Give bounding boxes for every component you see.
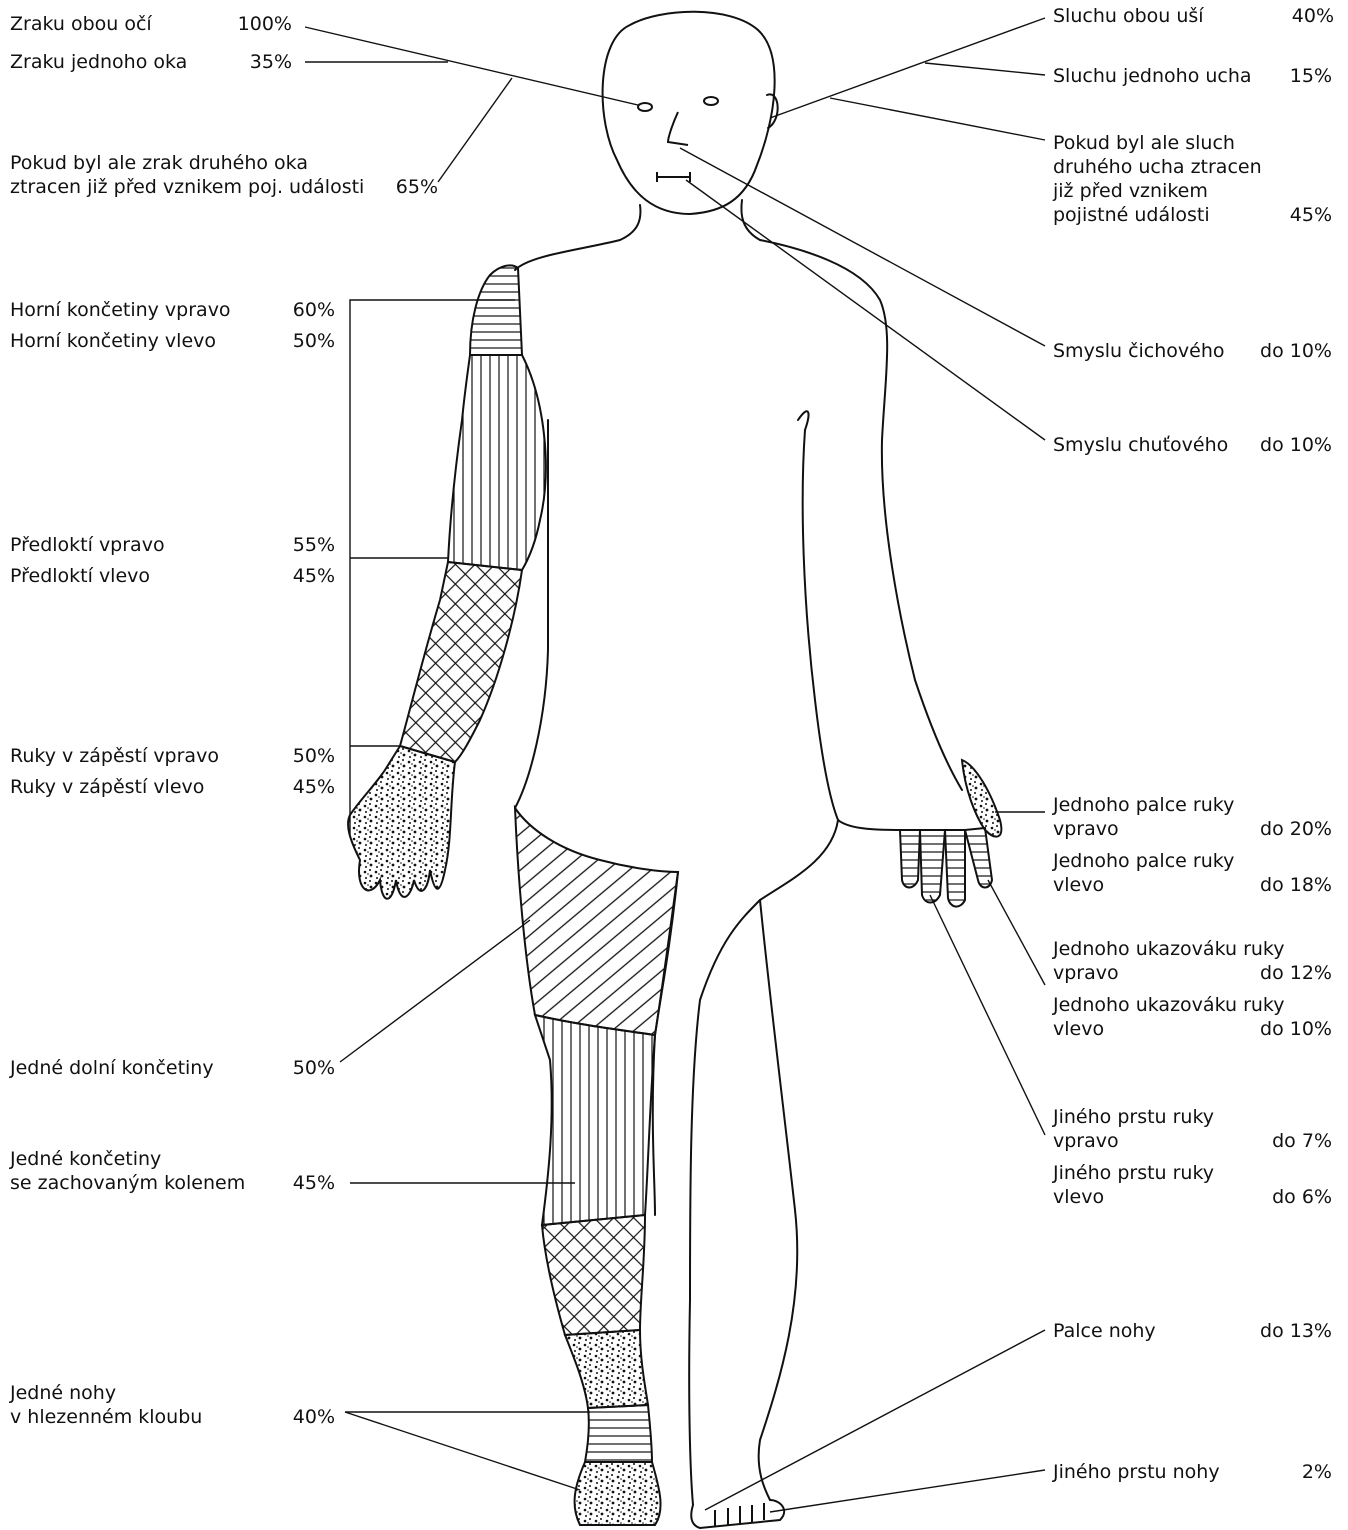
pct-wrist-right: 50% [293,744,335,768]
label-smell: Smyslu čichového [1053,339,1225,363]
pct-wrist-left: 45% [293,775,335,799]
label-big-toe: Palce nohy [1053,1319,1156,1343]
pct-vision-one: 35% [250,50,292,74]
label-finger-left: Jiného prstu ruky vlevo [1053,1161,1214,1209]
knee-segment [535,1015,655,1225]
label-index-left: Jednoho ukazováku ruky vlevo [1053,993,1285,1041]
label-upper-limb-right: Horní končetiny vpravo [10,298,231,322]
label-hearing-one: Sluchu jednoho ucha [1053,64,1252,88]
pct-upper-limb-right: 60% [293,298,335,322]
pct-forearm-right: 55% [293,533,335,557]
pct-lower-limb: 50% [293,1056,335,1080]
pct-vision-other-lost: 65% [396,175,438,199]
label-wrist-right: Ruky v zápěstí vpravo [10,744,219,768]
pct-thumb-right: do 20% [1260,817,1332,841]
pct-index-right: do 12% [1260,961,1332,985]
pct-vision-both: 100% [238,12,292,36]
shin-segment [542,1215,645,1335]
pct-index-left: do 10% [1260,1017,1332,1041]
pct-finger-right: do 7% [1272,1129,1332,1153]
label-index-right: Jednoho ukazováku ruky vpravo [1053,937,1285,985]
pct-taste: do 10% [1260,433,1332,457]
label-other-toe: Jiného prstu nohy [1053,1460,1220,1484]
label-finger-right: Jiného prstu ruky vpravo [1053,1105,1214,1153]
ankle-segment [565,1330,648,1408]
foot-segment [575,1462,661,1525]
label-upper-limb-left: Horní končetiny vlevo [10,329,216,353]
pct-finger-left: do 6% [1272,1185,1332,1209]
label-forearm-left: Předloktí vlevo [10,564,150,588]
label-vision-both: Zraku obou očí [10,12,152,36]
pct-forearm-left: 45% [293,564,335,588]
label-hearing-both: Sluchu obou uší [1053,4,1204,28]
upper-arm-segment [470,265,522,355]
hand-segment [348,746,455,899]
label-wrist-left: Ruky v zápěstí vlevo [10,775,204,799]
head-outline [603,12,775,214]
label-forearm-right: Předloktí vpravo [10,533,165,557]
pct-limb-knee: 45% [293,1171,335,1195]
label-lower-limb: Jedné dolní končetiny [10,1056,214,1080]
pct-upper-limb-left: 50% [293,329,335,353]
pct-other-toe: 2% [1302,1460,1332,1484]
pct-big-toe: do 13% [1260,1319,1332,1343]
heel-segment [585,1405,652,1462]
pct-foot-ankle: 40% [293,1405,335,1429]
pct-hearing-other-lost: 45% [1290,203,1332,227]
pct-smell: do 10% [1260,339,1332,363]
pct-thumb-left: do 18% [1260,873,1332,897]
torso-outline [515,240,962,790]
forearm-segment [400,562,522,762]
label-limb-knee: Jedné končetiny se zachovaným kolenem [10,1147,245,1195]
pct-hearing-both: 40% [1292,4,1334,28]
thigh-segment [515,808,678,1035]
arm-segment [448,355,546,570]
label-foot-ankle: Jedné nohy v hlezenném kloubu [10,1381,202,1429]
label-thumb-right: Jednoho palce ruky vpravo [1053,793,1234,841]
label-hearing-other-lost: Pokud byl ale sluch druhého ucha ztracen… [1053,131,1262,227]
label-vision-one: Zraku jednoho oka [10,50,187,74]
label-taste: Smyslu chuťového [1053,433,1228,457]
pct-hearing-one: 15% [1290,64,1332,88]
label-thumb-left: Jednoho palce ruky vlevo [1053,849,1234,897]
label-vision-other-lost: Pokud byl ale zrak druhého oka ztracen j… [10,151,364,199]
